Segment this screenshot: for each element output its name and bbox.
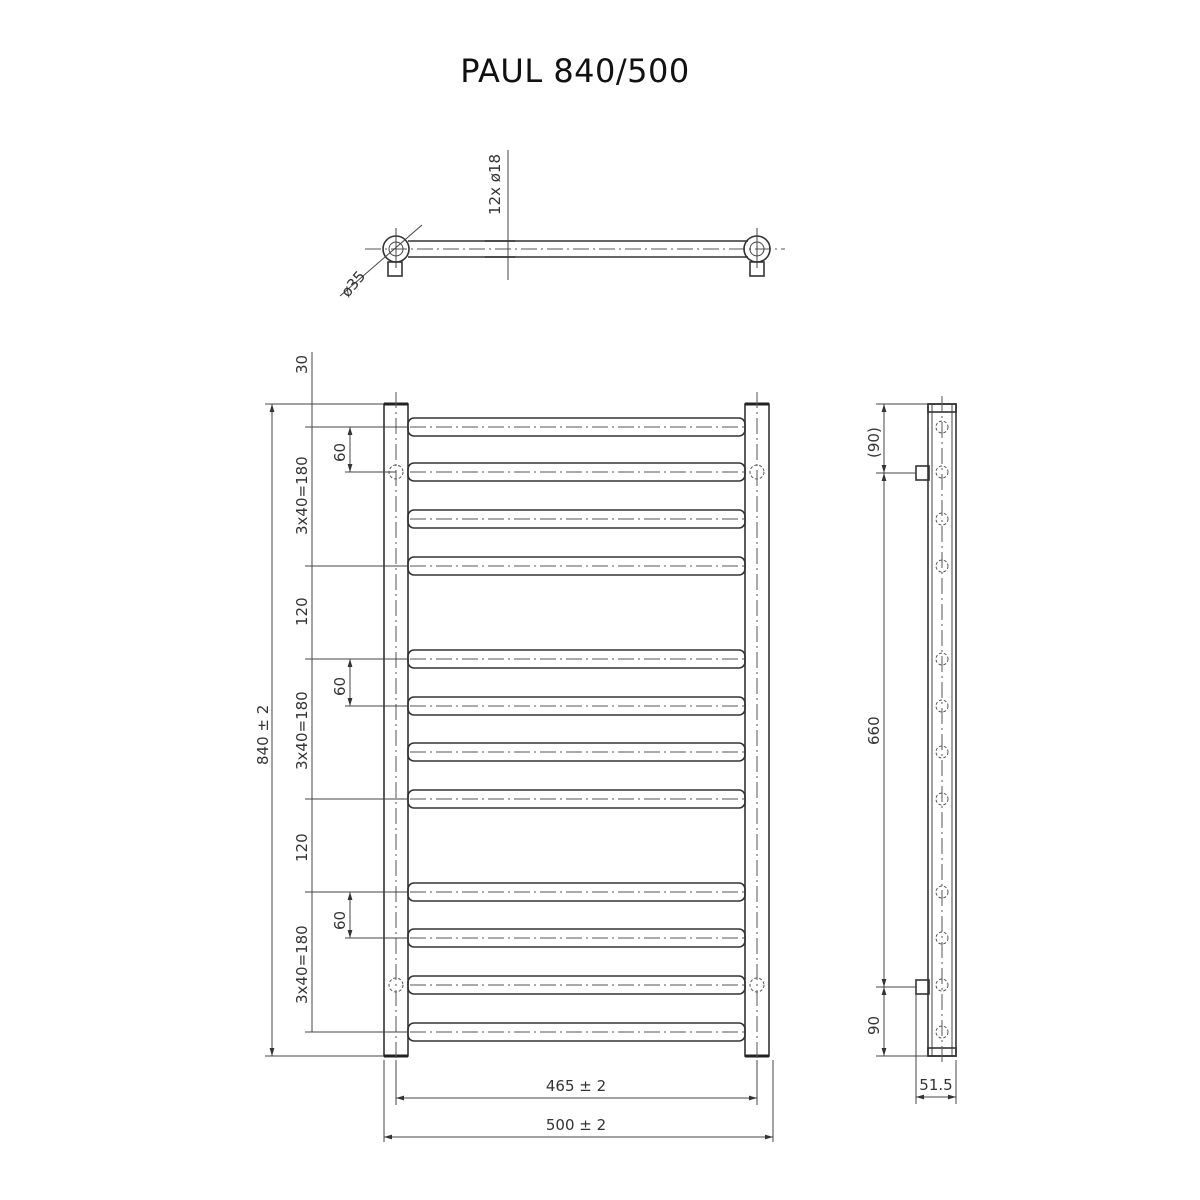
side-mount-spacing-label: 660 <box>865 716 883 745</box>
side-bottom-offset-label: 90 <box>865 1016 883 1035</box>
bar-diameter-label: 12x ø18 <box>486 154 504 215</box>
top-offset-label: 30 <box>293 355 311 374</box>
gap-label-2: 120 <box>293 833 311 862</box>
depth-label: 51.5 <box>919 1076 952 1094</box>
post-diameter-label: ø35 <box>337 267 369 300</box>
side-view: (90) 660 90 51.5 <box>865 396 957 1104</box>
front-view: 840 ± 2 30 60 60 60 3x40=180 120 3x40=18… <box>254 352 774 1142</box>
drawing-title: PAUL 840/500 <box>460 52 690 90</box>
spacing-label-1: 3x40=180 <box>293 456 311 535</box>
width-centers-label: 465 ± 2 <box>546 1077 606 1095</box>
bars <box>407 417 746 1042</box>
mount-offset-label-3: 60 <box>331 911 349 930</box>
mount-offset-label-1: 60 <box>331 443 349 462</box>
spacing-label-3: 3x40=180 <box>293 925 311 1004</box>
gap-label-1: 120 <box>293 597 311 626</box>
top-view: 12x ø18 ø35 <box>337 150 785 301</box>
height-dim-label: 840 ± 2 <box>254 705 272 765</box>
spacing-label-2: 3x40=180 <box>293 691 311 770</box>
side-top-offset-label: (90) <box>865 427 883 458</box>
mount-offset-label-2: 60 <box>331 677 349 696</box>
width-overall-label: 500 ± 2 <box>546 1116 606 1134</box>
